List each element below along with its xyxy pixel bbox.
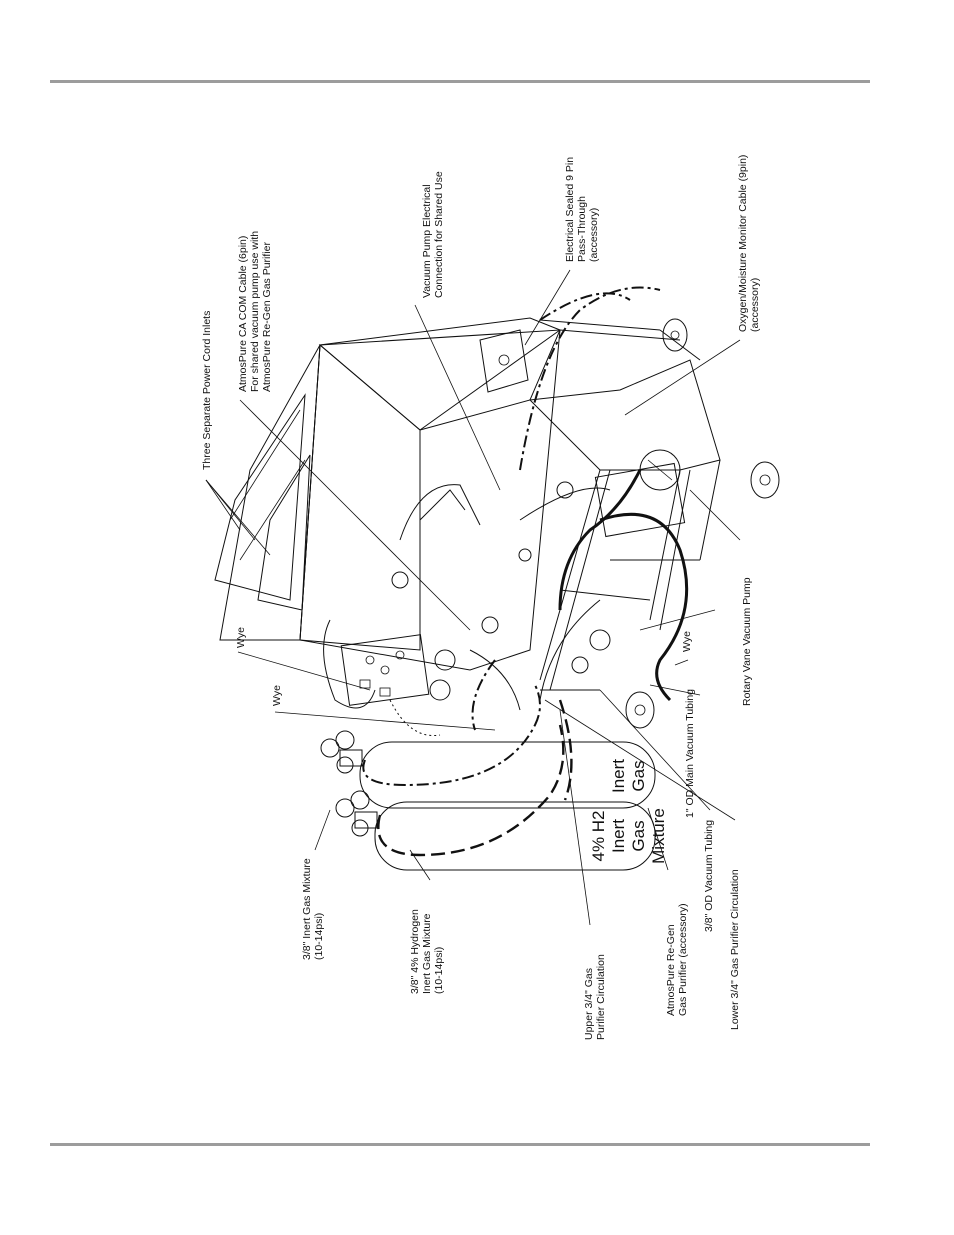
label-vacuum-pump-electrical: Vacuum Pump Electrical bbox=[421, 184, 433, 298]
label-vacuum-pump-electrical-line2: Connection for Shared Use bbox=[433, 171, 445, 298]
label-upper-circulation-line2: Purifier Circulation bbox=[595, 954, 607, 1040]
label-rotary-vane-pump: Rotary Vane Vacuum Pump bbox=[741, 577, 753, 706]
label-power-cord-inlets: Three Separate Power Cord Inlets bbox=[201, 311, 213, 470]
label-hydrogen-mixture: 3/8" 4% Hydrogen bbox=[409, 909, 421, 994]
label-hydrogen-mixture-line3: (10-14psi) bbox=[433, 947, 445, 994]
label-lower-circulation: Lower 3/4" Gas Purifier Circulation bbox=[729, 869, 741, 1030]
label-inert-mixture: 3/8" Inert Gas Mixture bbox=[301, 858, 313, 960]
cylinder-label-line1: 4% H2 bbox=[589, 810, 608, 861]
label-monitor-cable-line2: (accessory) bbox=[749, 278, 761, 332]
label-inert-mixture-line2: (10-14psi) bbox=[313, 913, 325, 960]
inert-gas-cylinder: Inert Gas bbox=[359, 741, 656, 809]
gas-cylinders: 4% H2 Inert Gas Mixture Inert Gas bbox=[320, 730, 668, 871]
caster-wheels bbox=[625, 318, 780, 729]
glovebox-drawing bbox=[214, 317, 780, 737]
footer-rule bbox=[50, 1143, 870, 1146]
label-regen-purifier-line2: Gas Purifier (accessory) bbox=[677, 903, 689, 1016]
label-wye-left: Wye bbox=[271, 685, 283, 706]
label-com-cable: AtmosPure CA COM Cable (6pin) bbox=[237, 236, 249, 392]
label-pass-through-line3: (accessory) bbox=[588, 208, 600, 262]
leader-lines bbox=[205, 269, 741, 926]
header-rule bbox=[50, 80, 870, 83]
label-pass-through: Electrical Sealed 9 Pin bbox=[564, 157, 576, 262]
cylinder-label-line1: Inert bbox=[609, 759, 628, 793]
label-regen-purifier: AtmosPure Re-Gen bbox=[665, 924, 677, 1016]
label-com-cable-line2: For shared vacuum pump use with bbox=[249, 231, 261, 392]
label-38-vacuum-tubing: 3/8" OD Vacuum Tubing bbox=[703, 820, 715, 932]
label-com-cable-line3: AtmosPure Re-Gen Gas Purifier bbox=[261, 242, 273, 392]
label-hydrogen-mixture-line2: Inert Gas Mixture bbox=[421, 913, 433, 994]
cylinder-label-line4: Mixture bbox=[649, 808, 668, 864]
callout-labels: Three Separate Power Cord Inlets AtmosPu… bbox=[201, 155, 761, 1040]
label-pass-through-line2: Pass-Through bbox=[576, 196, 588, 262]
label-monitor-cable: Oxygen/Moisture Monitor Cable (9pin) bbox=[737, 155, 749, 332]
hoses-and-cables bbox=[362, 286, 689, 857]
hydrogen-mix-cylinder: 4% H2 Inert Gas Mixture bbox=[374, 801, 668, 871]
label-wye-right: Wye bbox=[681, 631, 693, 652]
regulators bbox=[320, 730, 378, 837]
label-upper-circulation: Upper 3/4" Gas bbox=[583, 968, 595, 1040]
cylinder-label-line2: Inert bbox=[609, 819, 628, 853]
cylinder-label-line2: Gas bbox=[629, 760, 648, 791]
cylinder-label-line3: Gas bbox=[629, 820, 648, 851]
label-main-vacuum-tubing: 1" OD Main Vacuum Tubing bbox=[684, 689, 696, 818]
label-wye-upper: Wye bbox=[235, 627, 247, 648]
